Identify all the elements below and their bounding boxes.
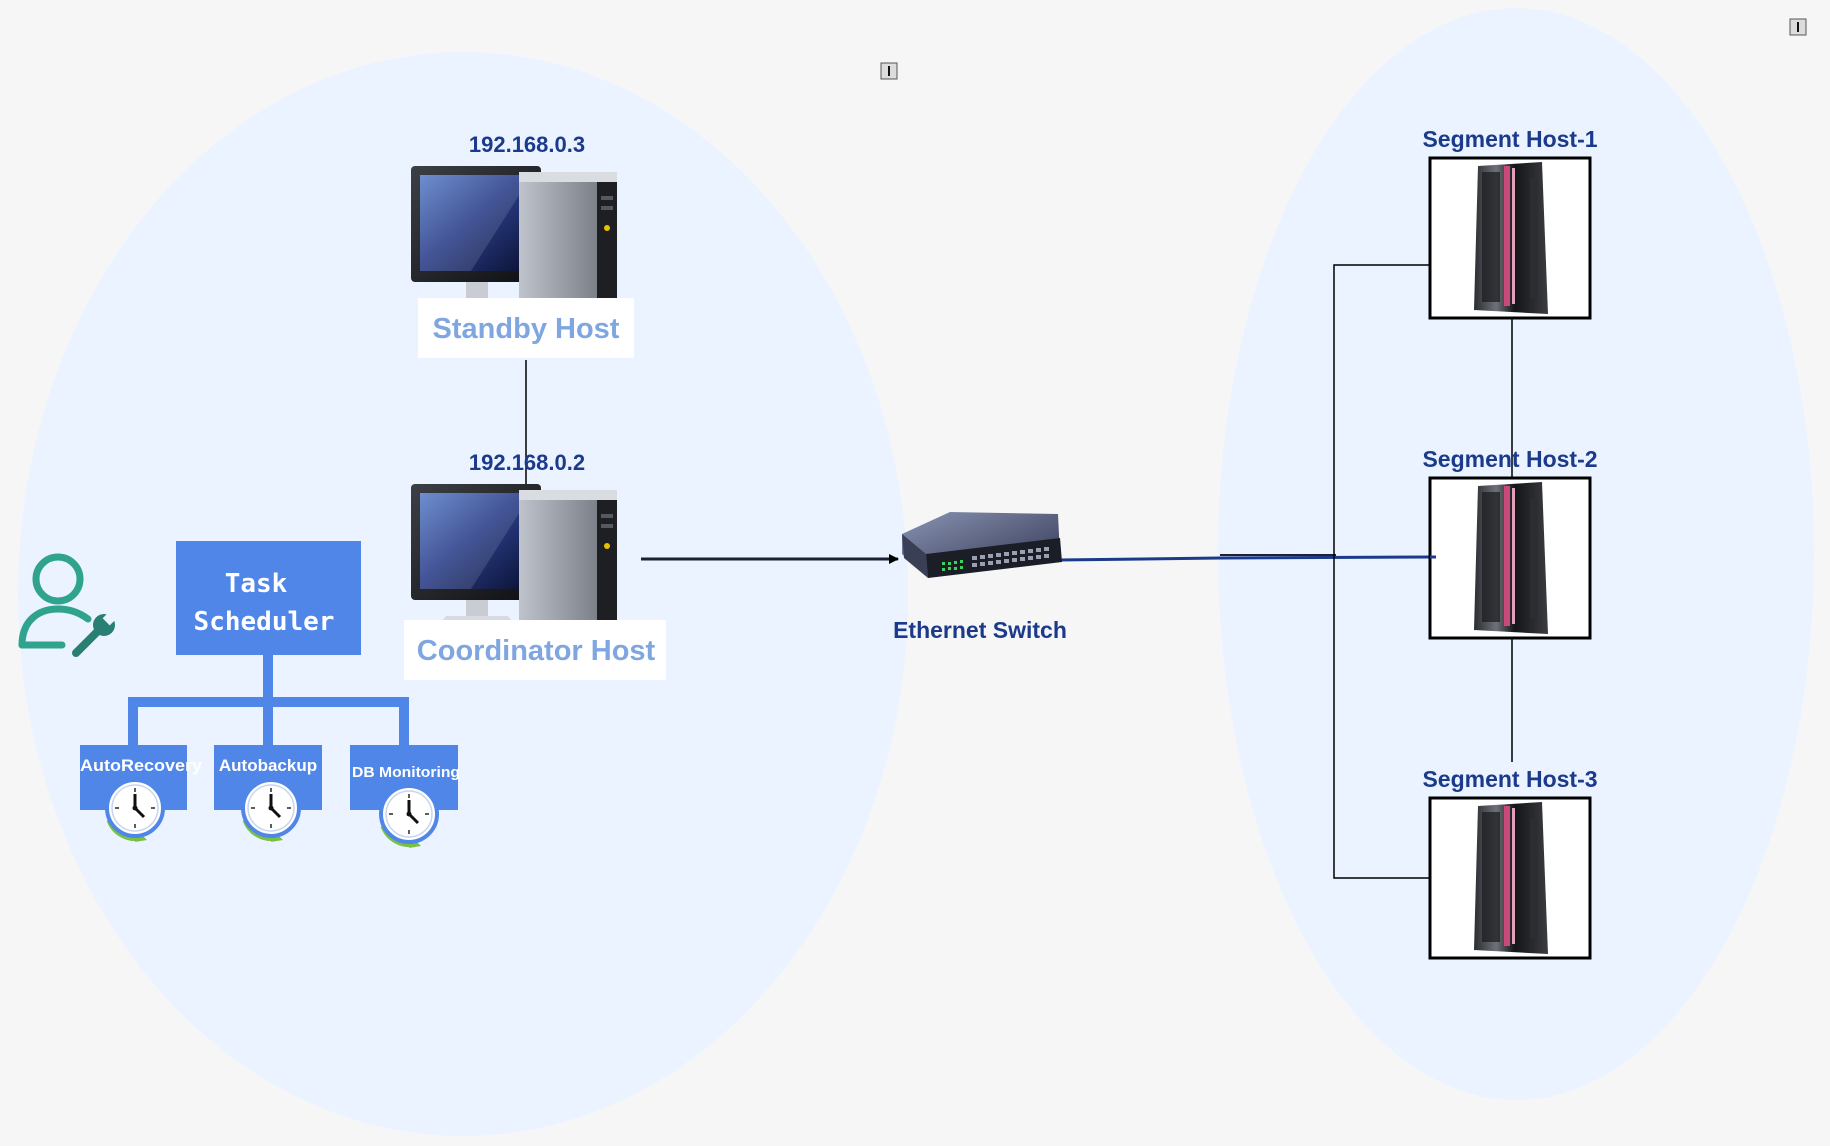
segment-bus-line — [1333, 264, 1434, 879]
standby-label-box — [418, 298, 634, 358]
segment-host-1-server-icon[interactable] — [1428, 156, 1592, 320]
task-autorecovery-label: AutoRecovery — [80, 756, 203, 775]
standby-label[interactable]: Standby Host — [433, 313, 620, 345]
coordinator-label-box — [404, 620, 666, 680]
segment-host-2-server-icon[interactable] — [1428, 476, 1592, 640]
task-autobackup[interactable]: Autobackup — [214, 745, 322, 842]
coordinator-ip: 192.168.0.2 — [469, 450, 585, 475]
switch-segment-link — [1057, 555, 1431, 562]
segment-host-2-label[interactable]: Segment Host-2 — [1422, 446, 1597, 472]
task-autorecovery[interactable]: AutoRecovery — [80, 745, 203, 842]
segment-host-1-label[interactable]: Segment Host-1 — [1422, 126, 1597, 152]
task-db-monitoring[interactable]: DB Monitoring — [350, 745, 460, 848]
scheduler-tree-connector — [128, 655, 409, 745]
scheduler-title-line2: Scheduler — [194, 607, 335, 637]
task-autobackup-label: Autobackup — [219, 756, 317, 775]
standby-ip: 192.168.0.3 — [469, 132, 585, 157]
segment-host-3-server-icon[interactable] — [1428, 796, 1592, 960]
resize-handle-icon[interactable] — [880, 62, 898, 80]
scheduler-title-line1: Task — [225, 569, 288, 599]
coordinator-label[interactable]: Coordinator Host — [417, 635, 656, 667]
task-db-monitoring-label: DB Monitoring — [352, 764, 460, 781]
user-wrench-icon[interactable] — [18, 553, 116, 657]
resize-handle-icon[interactable] — [1789, 18, 1807, 36]
network-switch-icon[interactable] — [902, 512, 1062, 578]
task-scheduler-box[interactable] — [176, 541, 361, 655]
switch-label[interactable]: Ethernet Switch — [893, 617, 1067, 643]
segment-host-3-label[interactable]: Segment Host-3 — [1422, 766, 1597, 792]
